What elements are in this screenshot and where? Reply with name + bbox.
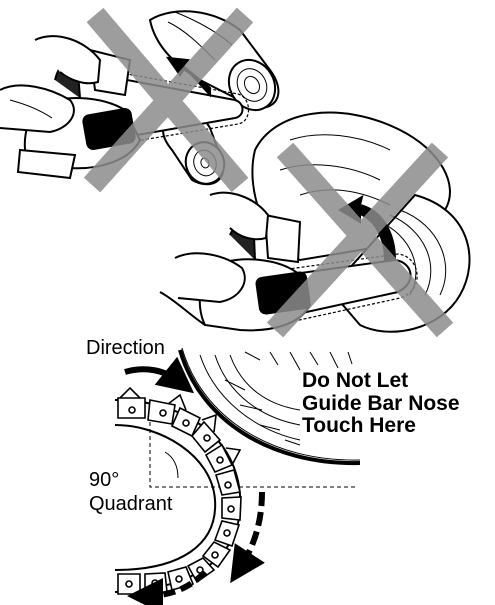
prohibit-cross-middle [266,142,454,338]
upper-hands [0,35,102,134]
warning-line-3: Touch Here [302,414,416,438]
warning-label: Do Not Let Guide Bar Nose Touch Here [302,369,460,438]
power-cord [159,291,206,326]
prohibit-cross-upper [83,7,254,193]
middle-log-scene [159,111,471,333]
chain-direction-arrow-top [124,356,195,394]
quadrant-label: Quadrant [89,493,173,515]
warning-line-2: Guide Bar Nose [302,391,460,415]
middle-hands [174,191,270,304]
chain-direction-arrow-bottom [127,569,208,605]
warning-line-1: Do Not Let [302,369,409,392]
angle-label: 90° [89,469,120,491]
quadrant-angle-arc [164,451,179,479]
direction-label: Direction [86,337,165,359]
chain-direction-arrow-right [230,491,265,584]
detail-diagram [114,347,361,605]
upper-log-scene [0,10,280,186]
quadrant-reference-lines [149,415,355,488]
